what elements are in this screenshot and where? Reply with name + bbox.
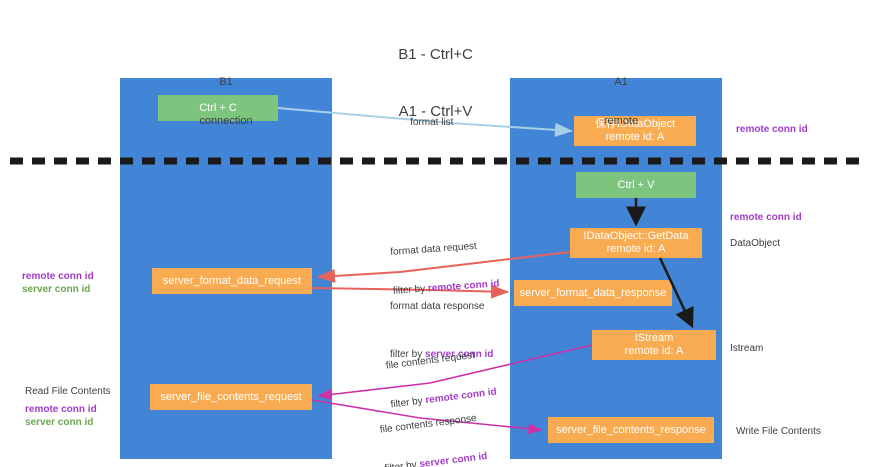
arrow-file-contents-request bbox=[317, 344, 593, 400]
annotation-read-file-contents: Read File Contents bbox=[25, 386, 111, 397]
arrow-format-data-response bbox=[311, 284, 509, 299]
lane-header-b1-subtitle: connection bbox=[199, 115, 253, 127]
annotation-remote-conn-id-top: remote conn id bbox=[736, 124, 808, 135]
node-server-file-contents-request-label: server_file_contents_request bbox=[160, 390, 302, 403]
arrow-getdata-to-istream bbox=[658, 257, 694, 329]
node-save-idataobject[interactable]: 保存IDataObject remote id: A bbox=[574, 116, 696, 146]
edge-label-format-data-response: format data response filter by server co… bbox=[390, 274, 493, 387]
edge-label-format-list: format list bbox=[399, 103, 453, 142]
node-idataobject-getdata[interactable]: IDataObject::GetData remote id: A bbox=[570, 228, 702, 258]
node-idataobject-getdata-line2: remote id: A bbox=[606, 243, 666, 255]
lane-header-a1-title: A1 bbox=[614, 76, 628, 88]
node-server-format-data-response[interactable]: server_format_data_response bbox=[514, 280, 672, 306]
annotation-write-file-contents: Write File Contents bbox=[736, 426, 821, 437]
node-ctrl-c[interactable]: Ctrl + C bbox=[158, 95, 278, 121]
arrow-format-data-request bbox=[317, 251, 571, 283]
arrow-file-contents-response bbox=[311, 399, 543, 435]
annotation-istream: Istream bbox=[730, 343, 764, 354]
edge-label-format-data-response-filter: filter by server conn id bbox=[390, 348, 493, 361]
node-ctrl-v[interactable]: Ctrl + V bbox=[576, 172, 696, 198]
node-ctrl-v-rect bbox=[576, 172, 696, 198]
node-server-format-data-response-rect bbox=[514, 280, 672, 306]
node-server-file-contents-response-label: server_file_contents_response bbox=[556, 423, 706, 436]
edge-label-file-contents-response-filter: filter by server conn id bbox=[384, 450, 488, 467]
filter-key-server-conn-id: server conn id bbox=[425, 349, 494, 360]
node-server-file-contents-response[interactable]: server_file_contents_response bbox=[548, 417, 714, 443]
edge-label-format-list-text: format list bbox=[410, 117, 454, 128]
node-server-format-data-response-label: server_format_data_response bbox=[519, 286, 667, 299]
annotation-left-remote-conn-id: remote conn id bbox=[22, 271, 94, 282]
page-title-line1: B1 - Ctrl+C bbox=[398, 46, 473, 63]
annotation-dataobject: DataObject bbox=[730, 238, 781, 249]
arrow-format-list bbox=[277, 107, 573, 137]
node-istream-rect bbox=[592, 330, 716, 360]
annotation-left-server-conn-id-2: server conn id bbox=[25, 417, 94, 428]
filter-key-server-conn-id: server conn id bbox=[418, 450, 488, 467]
node-server-format-data-request-rect bbox=[152, 268, 312, 294]
lane-header-b1: B1 connection bbox=[150, 50, 302, 154]
node-server-file-contents-request[interactable]: server_file_contents_request bbox=[150, 384, 312, 410]
node-ctrl-c-rect bbox=[158, 95, 278, 121]
edge-label-file-contents-response: file contents response filter by server … bbox=[376, 385, 491, 467]
edge-label-format-data-response-text: format data response bbox=[390, 301, 485, 312]
lane-header-a1-subtitle: remote bbox=[603, 115, 639, 127]
node-server-file-contents-request-rect bbox=[150, 384, 312, 410]
edge-label-file-contents-response-text: file contents response bbox=[379, 412, 478, 436]
node-server-format-data-request-label: server_format_data_request bbox=[162, 274, 302, 287]
filter-prefix: filter by bbox=[384, 459, 421, 467]
node-idataobject-getdata-rect bbox=[570, 228, 702, 258]
node-ctrl-c-label: Ctrl + C bbox=[199, 101, 237, 114]
annotation-remote-conn-id-mid: remote conn id bbox=[730, 212, 802, 223]
node-ctrl-v-label: Ctrl + V bbox=[617, 178, 655, 191]
edge-label-format-data-request-text: format data request bbox=[389, 240, 478, 258]
node-server-file-contents-response-rect bbox=[548, 417, 714, 443]
node-istream-line1: IStream bbox=[634, 332, 674, 344]
page-title: B1 - Ctrl+C A1 - Ctrl+V bbox=[0, 7, 871, 159]
page-title-line2: A1 - Ctrl+V bbox=[398, 103, 473, 120]
edge-label-file-contents-request-text: file contents request bbox=[385, 349, 476, 372]
node-save-idataobject-line1: 保存IDataObject bbox=[594, 118, 676, 130]
node-save-idataobject-line2: remote id: A bbox=[605, 131, 665, 143]
annotation-left-server-conn-id: server conn id bbox=[22, 284, 91, 295]
node-istream-line2: remote id: A bbox=[624, 345, 684, 357]
node-idataobject-getdata-line1: IDataObject::GetData bbox=[583, 230, 689, 242]
annotation-left-remote-conn-id-2: remote conn id bbox=[25, 404, 97, 415]
node-save-idataobject-rect bbox=[574, 116, 696, 146]
lane-header-a1: A1 remote bbox=[545, 50, 697, 154]
lane-header-b1-title: B1 bbox=[219, 76, 233, 88]
filter-prefix: filter by bbox=[390, 349, 426, 360]
node-istream[interactable]: IStream remote id: A bbox=[592, 330, 716, 360]
node-server-format-data-request[interactable]: server_format_data_request bbox=[152, 268, 312, 294]
